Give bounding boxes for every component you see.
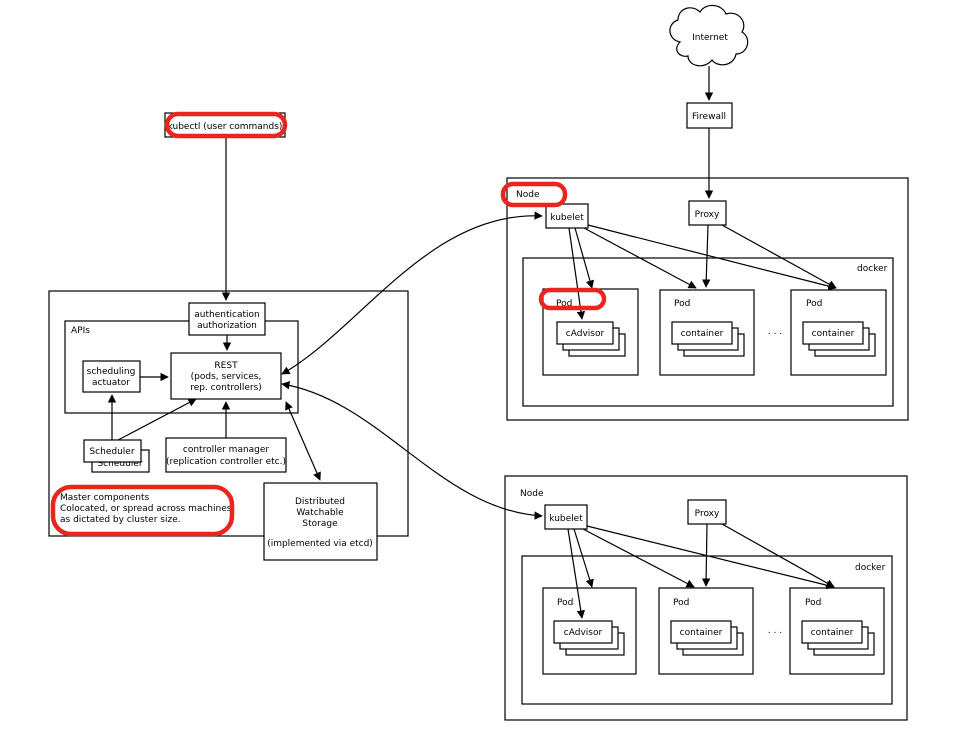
node-1: Node kubelet Proxy docker Pod cAdvisor P… <box>506 177 909 421</box>
node-1-cadvisor: cAdvisor <box>566 329 605 339</box>
controller-manager-box: controller manager (replication controll… <box>165 437 287 473</box>
svg-text:Master components: Master components <box>60 493 150 503</box>
firewall-label: Firewall <box>692 112 726 122</box>
svg-text:controller manager: controller manager <box>183 445 270 455</box>
highlight-pod <box>538 287 607 311</box>
svg-text:container: container <box>811 628 854 638</box>
svg-text:Pod: Pod <box>674 299 690 309</box>
svg-text:Pod: Pod <box>805 598 821 608</box>
highlight-node <box>500 181 568 208</box>
highlight-master-components <box>50 484 235 537</box>
rest-kubelet2-edge <box>281 381 543 520</box>
node-2-pod-1 <box>542 587 637 675</box>
node-1-docker <box>522 257 894 407</box>
highlight-kubectl <box>164 111 288 139</box>
svg-text:authentication: authentication <box>194 310 259 320</box>
svg-text:(replication controller etc.): (replication controller etc.) <box>166 457 286 467</box>
node-2-label: Node <box>520 489 544 499</box>
svg-text:REST: REST <box>214 361 238 371</box>
svg-text:rep. controllers): rep. controllers) <box>190 383 262 393</box>
auth-box: authentication authorization <box>188 302 266 336</box>
svg-text:authorization: authorization <box>197 321 257 331</box>
scheduler-rest-edge <box>117 398 197 441</box>
svg-text:Pod: Pod <box>806 299 822 309</box>
scheduling-actuator-box: scheduling actuator <box>82 360 141 393</box>
kubectl-box: kubectl (user commands) <box>164 112 286 138</box>
svg-text:Pod: Pod <box>556 299 572 309</box>
svg-text:. . .: . . . <box>768 327 782 337</box>
node-1-pod-3 <box>790 289 887 376</box>
svg-text:container: container <box>812 329 855 339</box>
svg-text:(implemented via etcd): (implemented via etcd) <box>267 539 373 549</box>
node-2-pod-3 <box>789 587 885 675</box>
apis-label: APIs <box>71 326 90 336</box>
node-1-label: Node <box>516 190 540 200</box>
svg-text:Watchable: Watchable <box>296 508 344 518</box>
svg-text:kubelet: kubelet <box>550 213 584 223</box>
storage-box: Distributed Watchable Storage (implement… <box>263 482 378 561</box>
svg-text:Proxy: Proxy <box>695 509 720 519</box>
kubectl-label: kubectl (user commands) <box>168 122 283 132</box>
svg-text:Pod: Pod <box>557 598 573 608</box>
highlight-annotations <box>50 111 607 537</box>
svg-text:Proxy: Proxy <box>695 210 720 220</box>
svg-text:actuator: actuator <box>92 378 130 388</box>
svg-text:Scheduler: Scheduler <box>89 447 134 457</box>
scheduler-stack: Scheduler Scheduler <box>83 439 150 473</box>
svg-text:scheduling: scheduling <box>87 367 136 377</box>
svg-text:Scheduler: Scheduler <box>97 459 142 469</box>
svg-text:. . .: . . . <box>768 626 782 636</box>
node-2-kubelet <box>544 504 588 530</box>
rest-box: REST (pods, services, rep. controllers) <box>170 352 282 400</box>
svg-text:docker: docker <box>857 264 888 274</box>
svg-text:container: container <box>681 329 724 339</box>
node-2-cadvisor: cAdvisor <box>564 628 603 638</box>
svg-text:Distributed: Distributed <box>295 497 345 507</box>
svg-text:as dictated by cluster size.: as dictated by cluster size. <box>60 515 181 525</box>
svg-text:Pod: Pod <box>673 598 689 608</box>
node-1-kubelet <box>545 203 589 229</box>
node-1-proxy <box>688 200 727 226</box>
svg-text:docker: docker <box>855 563 886 573</box>
node-1-pod-2 <box>659 289 755 376</box>
node-2-pod-2 <box>658 587 754 675</box>
svg-text:container: container <box>680 628 723 638</box>
internet-cloud: Internet <box>669 4 749 67</box>
node-2: Node kubelet Proxy docker Pod cAdvisor P… <box>504 475 908 721</box>
svg-text:(pods, services,: (pods, services, <box>191 372 262 382</box>
svg-text:Storage: Storage <box>302 519 338 529</box>
rest-kubelet1-edge <box>281 211 543 375</box>
rest-storage-edge <box>285 401 321 481</box>
svg-text:Colocated, or spread across ma: Colocated, or spread across machines, <box>60 504 234 514</box>
firewall-box: Firewall <box>686 102 733 129</box>
internet-label: Internet <box>692 33 728 43</box>
svg-text:kubelet: kubelet <box>549 514 583 524</box>
master-components-text: Master components Colocated, or spread a… <box>60 493 234 525</box>
node-2-proxy <box>687 499 727 525</box>
